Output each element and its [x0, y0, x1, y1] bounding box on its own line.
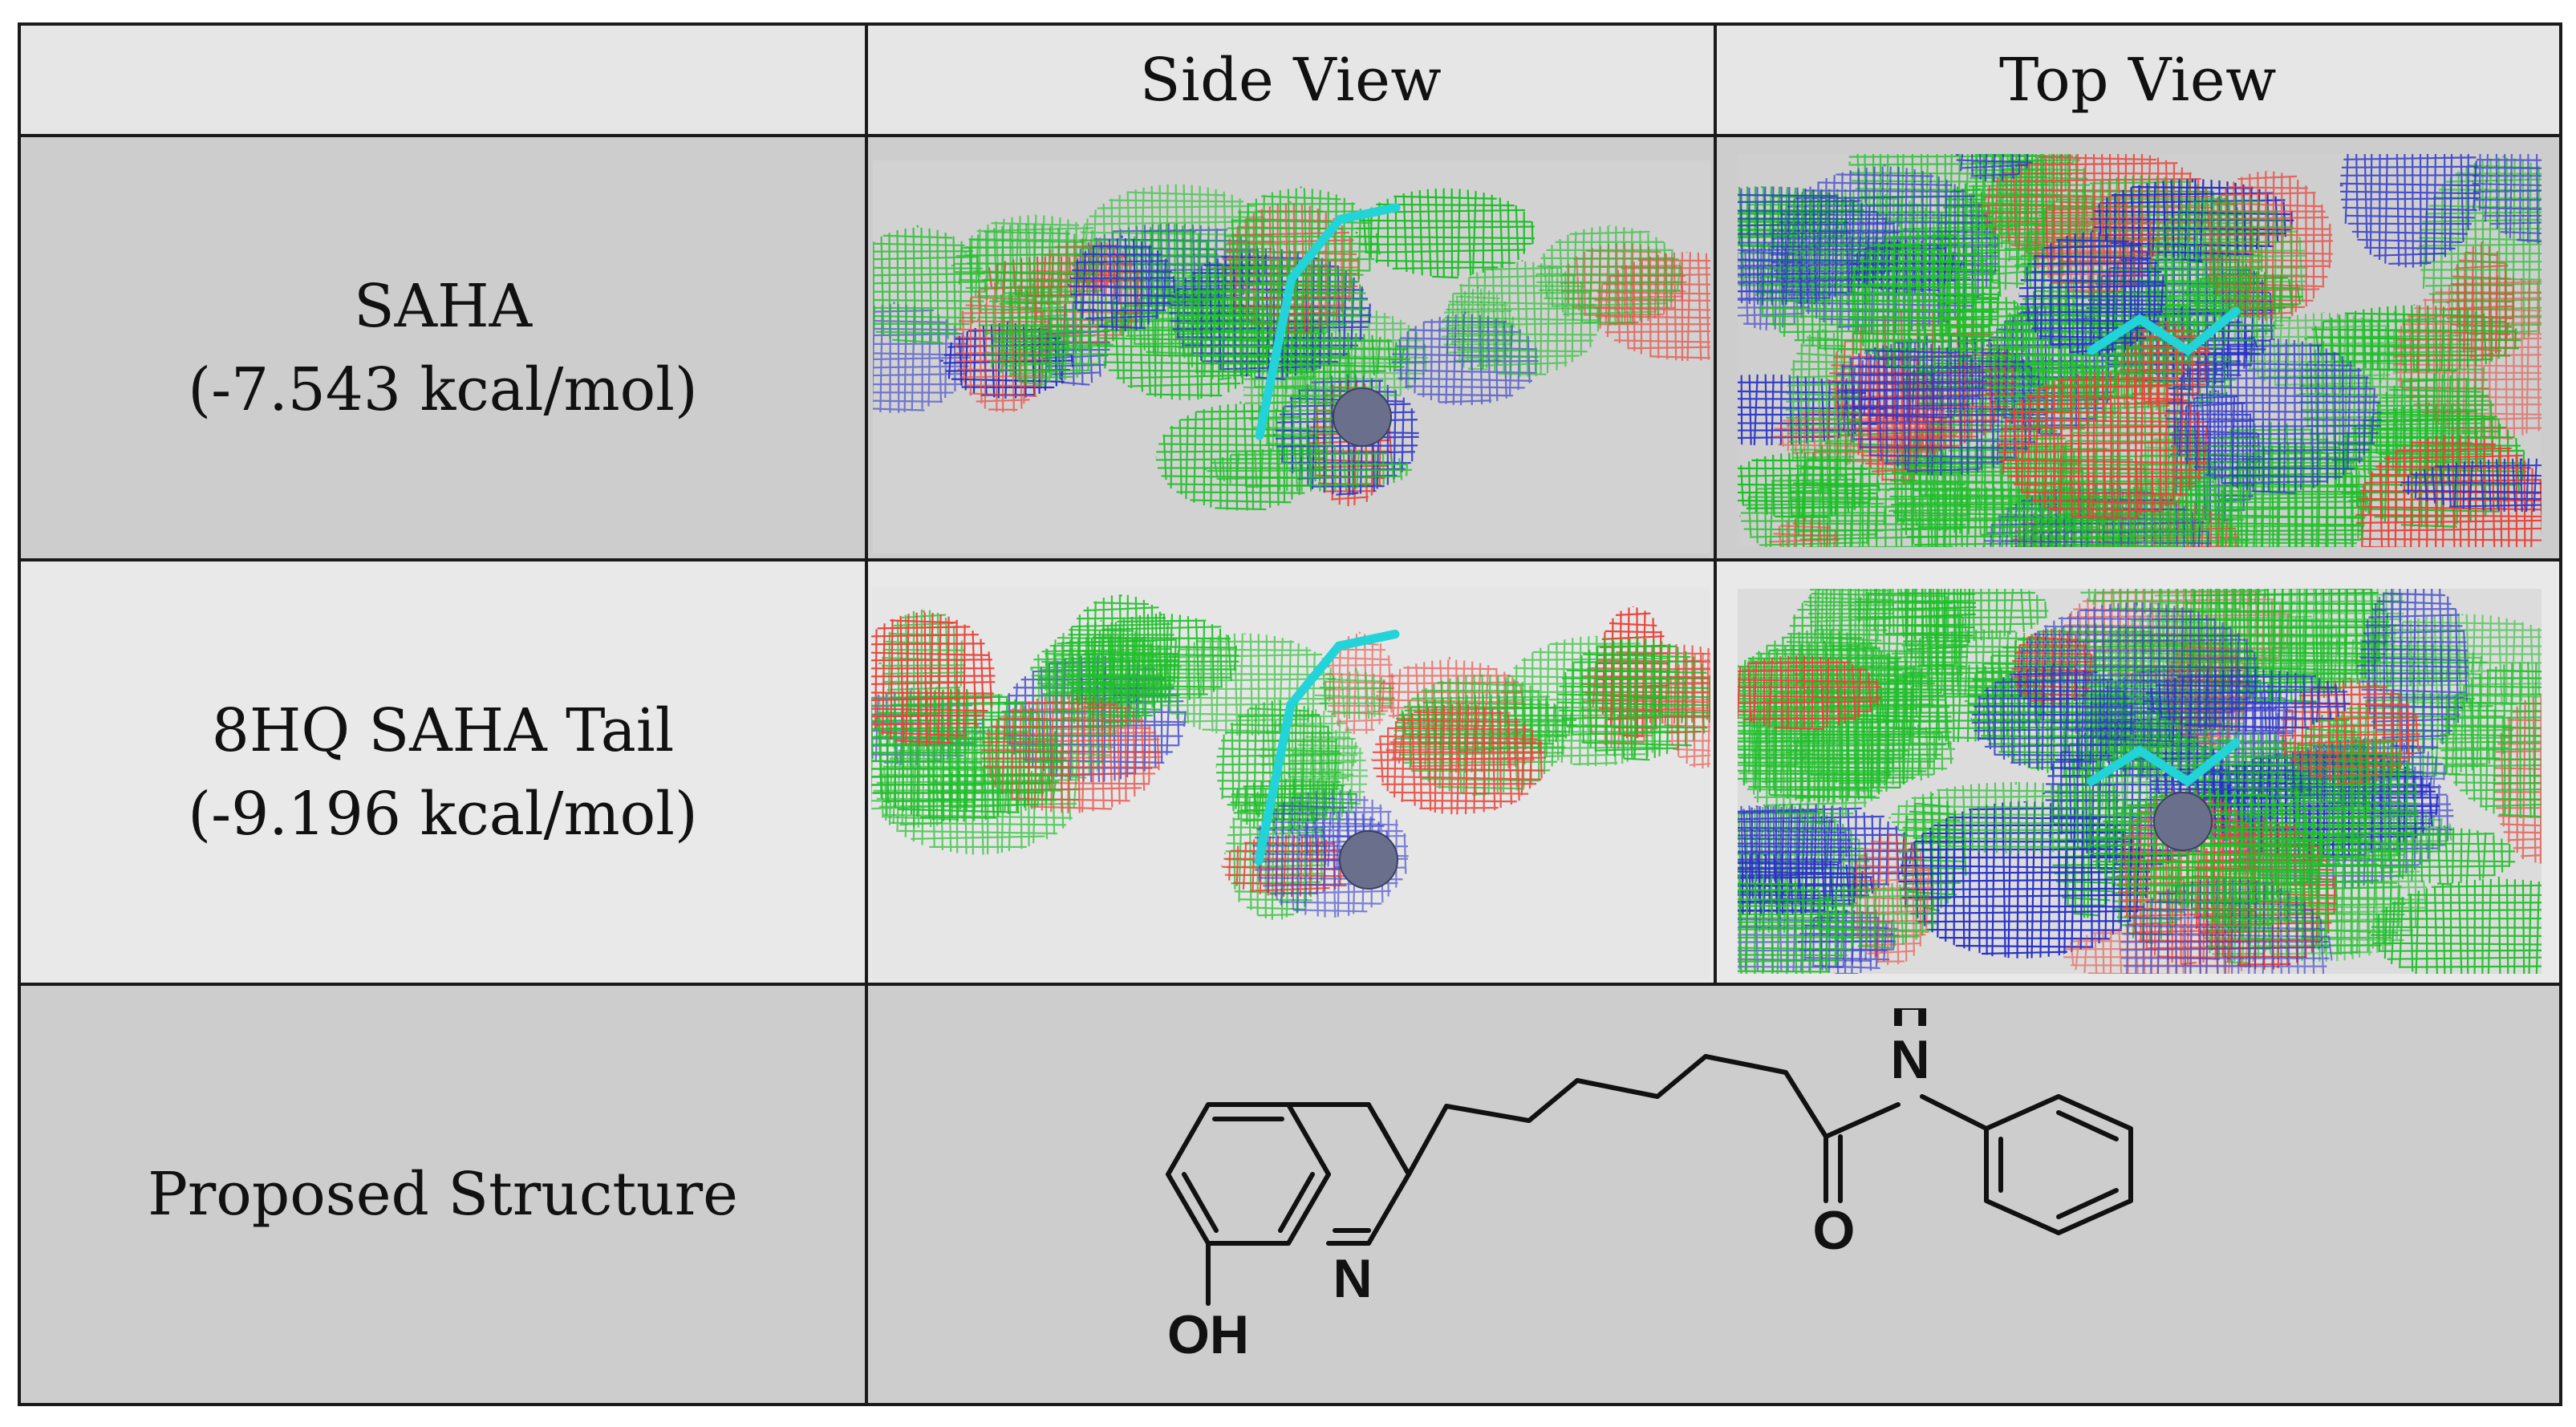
- zinc-ion-sphere: [1333, 387, 1392, 447]
- atom-oh: OH: [1167, 1304, 1249, 1365]
- label-saha: SAHA (-7.543 kcal/mol): [21, 137, 865, 558]
- zinc-ion-sphere: [2153, 792, 2213, 851]
- label-8hq: 8HQ SAHA Tail (-9.196 kcal/mol): [21, 561, 865, 983]
- benzo-ring: [1166, 1102, 1331, 1246]
- proposed-structure-label: Proposed Structure: [148, 1160, 738, 1229]
- saha-top-view-image: [1738, 154, 2542, 547]
- ligand-sticks: [1254, 630, 1400, 866]
- zinc-ion-sphere: [1339, 830, 1398, 890]
- header-row: [21, 26, 2559, 134]
- header-top-view: Top View: [1999, 45, 2277, 115]
- atom-n-ring: N: [1333, 1248, 1372, 1309]
- binding-energy: (-9.196 kcal/mol): [188, 779, 698, 849]
- binding-energy: (-7.543 kcal/mol): [188, 355, 698, 424]
- divider: [21, 558, 2559, 561]
- ligand-sticks: [1255, 203, 1401, 440]
- row-proposed: [21, 986, 2559, 1403]
- ligand-sticks: [2087, 738, 2241, 787]
- proposed-chemical-structure: H N O N OH: [1166, 1008, 2133, 1365]
- label-proposed: Proposed Structure: [21, 986, 865, 1403]
- atom-n-amide: N: [1890, 1029, 1929, 1090]
- header-side-view: Side View: [1139, 45, 1442, 115]
- 8hq-top-view-image: [1738, 589, 2542, 974]
- 8hq-side-view-image: [871, 587, 1710, 979]
- atom-o: O: [1813, 1200, 1856, 1261]
- divider: [1714, 26, 1717, 983]
- compound-name: SAHA: [353, 271, 533, 341]
- alkyl-chain: [1406, 1054, 1901, 1177]
- divider: [865, 26, 868, 1403]
- divider: [21, 983, 2559, 986]
- atom-h: H: [1890, 1008, 1929, 1038]
- saha-side-view-image: [873, 160, 1710, 553]
- ligand-sticks: [2087, 306, 2241, 356]
- phenyl-ring: [1984, 1094, 2133, 1235]
- results-table: Side View Top View SAHA (-7.543 kcal/mol…: [18, 22, 2562, 1406]
- divider: [21, 134, 2559, 137]
- compound-name: 8HQ SAHA Tail: [211, 695, 675, 765]
